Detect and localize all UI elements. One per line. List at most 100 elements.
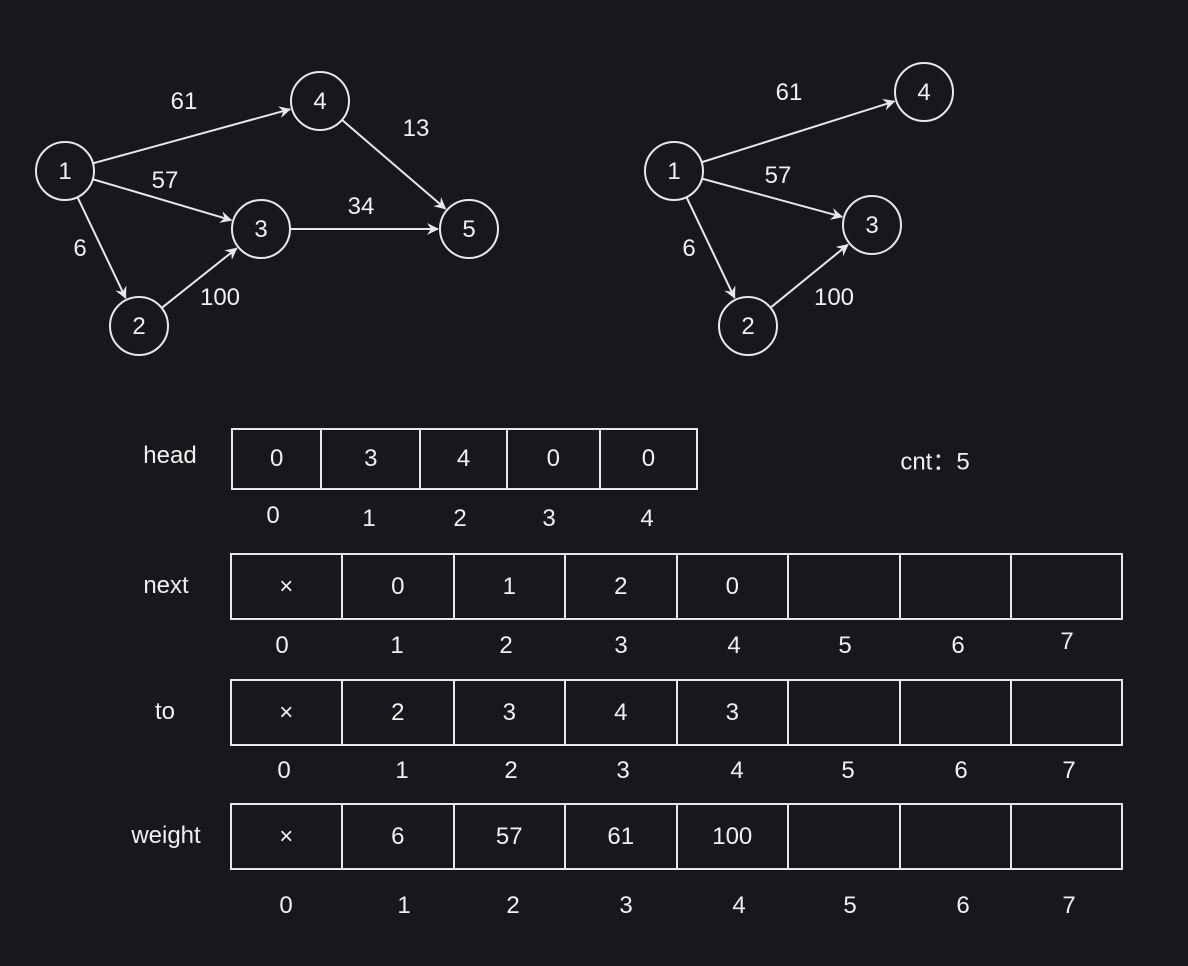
to-cell — [789, 681, 901, 744]
graph2-edge-weight-2-3: 100 — [813, 284, 855, 311]
graph1-edge-weight-4-5: 13 — [402, 115, 430, 142]
weight-cell — [901, 805, 1012, 868]
graph1-edge-1-2 — [76, 196, 127, 299]
head-cell: 0 — [641, 445, 656, 472]
weight-cell — [1012, 805, 1122, 868]
to-cell — [1012, 681, 1122, 744]
to-index-label: 5 — [841, 757, 855, 784]
graph2-edge-1-2 — [685, 196, 736, 299]
head-index-label: 2 — [453, 505, 467, 532]
to-cell: 2 — [343, 681, 455, 744]
graph1-node-3: 3 — [231, 199, 291, 259]
to-cell: 3 — [455, 681, 566, 744]
graph1-edge-1-3 — [92, 178, 233, 223]
weight-index-label: 1 — [397, 892, 411, 919]
graph1-node-label-1: 1 — [58, 158, 71, 185]
graph2-node-label-2: 2 — [741, 313, 754, 340]
head-array-label: head — [143, 442, 197, 469]
graph2-node-label-3: 3 — [865, 212, 878, 239]
next-cell: × — [232, 555, 343, 618]
graph1-node-2: 2 — [109, 296, 169, 356]
head-index-label: 0 — [266, 502, 280, 529]
graph1-node-1: 1 — [35, 141, 95, 201]
weight-cell: × — [232, 805, 343, 868]
graph1-node-label-4: 4 — [313, 88, 326, 115]
weight-index-label: 5 — [843, 892, 857, 919]
weight-cell — [789, 805, 901, 868]
graph2-node-3: 3 — [842, 195, 902, 255]
graph2-node-label-4: 4 — [917, 79, 930, 106]
next-index-label: 7 — [1060, 628, 1074, 655]
to-index-label: 4 — [730, 757, 744, 784]
head-cell: 4 — [421, 430, 508, 488]
next-index-label: 3 — [614, 632, 628, 659]
to-index-label: 1 — [395, 757, 409, 784]
head-cell: 0 — [508, 430, 601, 488]
graph2-node-1: 1 — [644, 141, 704, 201]
graph2-edge-1-4 — [701, 98, 896, 164]
head-index-label: 4 — [640, 505, 654, 532]
graph1-edge-weight-1-4: 61 — [170, 88, 198, 115]
graph1-node-label-2: 2 — [132, 313, 145, 340]
to-array-label: to — [154, 698, 176, 725]
next-cell — [901, 555, 1012, 618]
weight-index-label: 0 — [279, 892, 293, 919]
graph1-edge-weight-2-3: 100 — [199, 284, 241, 311]
to-index-label: 3 — [616, 757, 630, 784]
head-index-label: 1 — [362, 505, 376, 532]
graph2-edge-2-3 — [769, 243, 849, 309]
graph2-node-2: 2 — [718, 296, 778, 356]
to-index-label: 0 — [277, 757, 291, 784]
graph1-node-label-3: 3 — [254, 216, 267, 243]
graph1-edge-1-4 — [92, 106, 292, 165]
weight-array-label: weight — [131, 822, 201, 849]
head-cell: 0 — [233, 430, 323, 488]
weight-cell: 6 — [343, 805, 455, 868]
next-index-label: 1 — [390, 632, 404, 659]
next-index-label: 2 — [499, 632, 513, 659]
weight-cell: 61 — [566, 805, 678, 868]
graph1-node-5: 5 — [439, 199, 499, 259]
to-index-label: 2 — [504, 757, 518, 784]
next-index-label: 6 — [951, 632, 965, 659]
weight-index-label: 6 — [956, 892, 970, 919]
next-index-label: 0 — [275, 632, 289, 659]
graph2-node-label-1: 1 — [667, 158, 680, 185]
to-index-label: 7 — [1062, 757, 1076, 784]
next-cell: 1 — [455, 555, 566, 618]
graph1-node-label-5: 5 — [462, 216, 475, 243]
next-cell: 0 — [678, 555, 789, 618]
next-array-label: next — [143, 572, 189, 599]
to-index-label: 6 — [954, 757, 968, 784]
weight-cell: 57 — [455, 805, 566, 868]
to-cell: 3 — [678, 681, 789, 744]
head-cell: 3 — [322, 430, 422, 488]
graph1-edge-4-5 — [341, 119, 447, 210]
next-index-label: 5 — [838, 632, 852, 659]
weight-index-label: 3 — [619, 892, 633, 919]
to-cell: × — [232, 681, 343, 744]
to-cell — [901, 681, 1012, 744]
next-cell — [789, 555, 901, 618]
weight-cell: 100 — [678, 805, 789, 868]
next-cell — [1012, 555, 1122, 618]
next-cell: 2 — [566, 555, 678, 618]
graph1-edge-2-3 — [161, 247, 238, 309]
graph2-edge-weight-1-3: 57 — [764, 162, 792, 189]
graph2-edge-weight-1-2: 6 — [682, 235, 696, 262]
graph1-edge-weight-3-5: 34 — [347, 193, 375, 220]
next-index-label: 4 — [727, 632, 741, 659]
graph2-edge-1-3 — [701, 177, 844, 220]
weight-index-label: 2 — [506, 892, 520, 919]
weight-index-label: 7 — [1062, 892, 1076, 919]
next-cell: 0 — [343, 555, 455, 618]
graph1-node-4: 4 — [290, 71, 350, 131]
to-cell: 4 — [566, 681, 678, 744]
graph1-edge-weight-1-2: 6 — [73, 235, 87, 262]
head-index-label: 3 — [542, 505, 556, 532]
